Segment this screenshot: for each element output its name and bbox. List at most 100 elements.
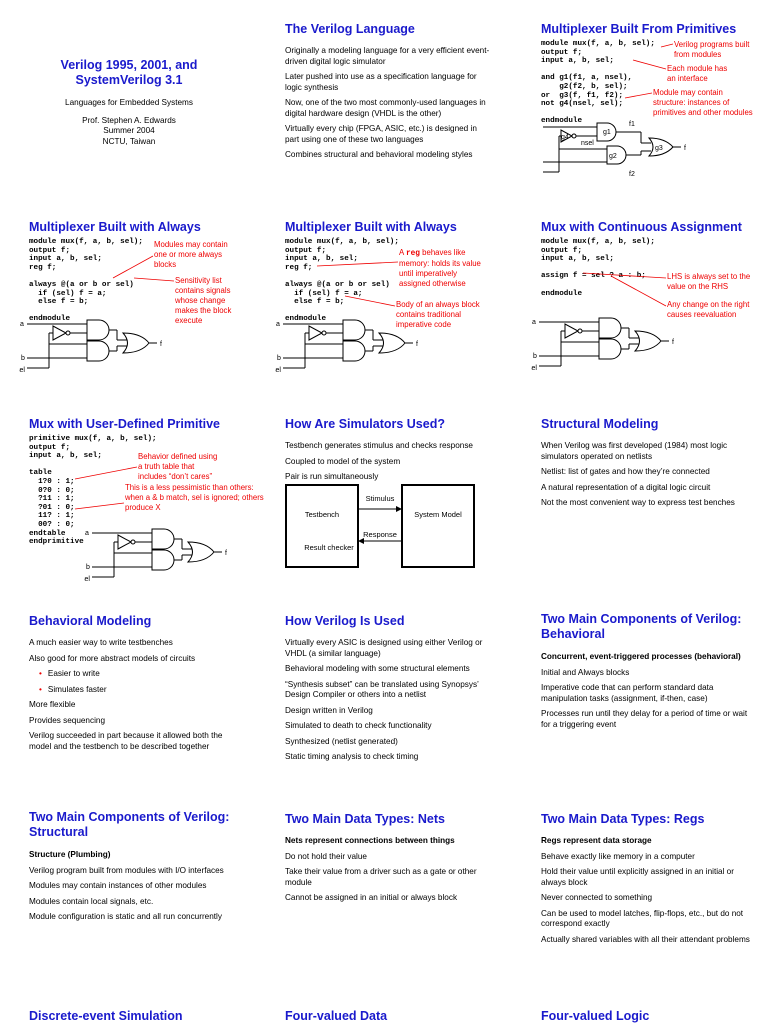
paragraph: Behavioral modeling with some structural… [285, 664, 470, 673]
paragraph: Later pushed into use as a specification… [285, 72, 477, 92]
paragraph: Cannot be assigned in an initial or alwa… [285, 893, 458, 902]
slide-title: Multiplexer Built with Always [285, 220, 457, 234]
mux-primitives-inputs: a [535, 118, 721, 182]
presentation-title: Verilog 1995, 2001, and SystemVerilog 3.… [60, 58, 198, 87]
wire-label: b [277, 355, 281, 362]
slide-title: Two Main Data Types: Regs [541, 812, 705, 826]
wire-label: f [672, 339, 674, 346]
paragraph: Static timing analysis to check timing [285, 752, 419, 761]
slide-data-types-nets: Two Main Data Types: Nets Nets represent… [285, 812, 490, 909]
paragraph: Modules may contain instances of other m… [29, 881, 207, 890]
wire-label: g3 [655, 145, 663, 152]
date: Summer 2004 [103, 126, 155, 135]
paragraph: Combines structural and behavioral model… [285, 150, 473, 159]
testbench-diagram: Testbench Result checker System Model St… [285, 484, 475, 568]
wire-label: sel [84, 576, 90, 583]
slide-components-structural: Two Main Components of Verilog: Structur… [29, 810, 239, 928]
annotation: Each module has an interface [667, 64, 728, 83]
paragraph: Virtually every ASIC is designed using e… [285, 638, 483, 658]
annotation: This is a less pessimistic than others: … [125, 483, 264, 512]
paragraph: “Synthesis subset” can be translated usi… [285, 679, 479, 700]
paragraph: Simulated to death to check functionalit… [285, 721, 432, 730]
mux-schematic: a b sel f [531, 317, 674, 372]
reg-keyword: reg [405, 250, 420, 258]
wire-label: f1 [629, 121, 635, 128]
paragraph: Testbench generates stimulus and checks … [285, 441, 473, 450]
paragraph: Module configuration is static and all r… [29, 912, 222, 921]
paragraph: A much easier way to write testbenches [29, 638, 173, 647]
subheading: Structure (Plumbing) [29, 850, 111, 859]
slide-components-behavioral: Two Main Components of Verilog: Behavior… [541, 612, 751, 735]
slide-title: Verilog 1995, 2001, and SystemVerilog 3.… [29, 58, 229, 147]
paragraph: Pair is run simultaneously [285, 472, 379, 481]
paragraph: More flexible [29, 700, 76, 709]
paragraph: When Verilog was first developed (1984) … [541, 441, 728, 461]
slide-title: Two Main Data Types: Nets [285, 812, 445, 826]
slide-title: Multiplexer Built From Primitives [541, 22, 737, 36]
paragraph: Netlist: list of gates and how they’re c… [541, 467, 710, 476]
wire-label: a [532, 319, 536, 326]
paragraph: Imperative code that can perform standar… [541, 683, 714, 703]
paragraph: Originally a modeling language for a ver… [285, 46, 490, 66]
paragraph: Hold their value until explicitly assign… [541, 867, 734, 887]
paragraph: Never connected to something [541, 893, 653, 902]
mux-primitives-schematic: g1 g2 g3 g4 nsel f1 f2 f [543, 121, 686, 178]
slide-four-valued-logic: Four-valued Logic [541, 1009, 768, 1033]
wire-label: sel [531, 365, 537, 372]
annotation: Behavior defined using a truth table tha… [138, 452, 218, 481]
wire-label: b [21, 355, 25, 362]
slide-title: Discrete-event Simulation [29, 1009, 183, 1023]
annotation-arrows [624, 43, 674, 99]
annotation-arrows [74, 466, 138, 510]
subheading: Concurrent, event-triggered processes (b… [541, 652, 741, 661]
annotation: Any change on the right causes reevaluat… [667, 300, 750, 319]
slide-title: Mux with User-Defined Primitive [29, 417, 221, 431]
slide-title: Behavioral Modeling [29, 614, 152, 628]
wire-label: g4 [561, 134, 569, 141]
paragraph: Not the most convenient way to express t… [541, 498, 735, 507]
wire-label: f [416, 341, 418, 348]
slide-title: The Verilog Language [285, 22, 415, 36]
slide-four-valued-data: Four-valued Data [285, 1009, 525, 1033]
paragraph: Behave exactly like memory in a computer [541, 851, 695, 861]
code-block: module mux(f, a, b, sel); output f; inpu… [541, 40, 655, 126]
annotation: Sensitivity list contains signals whose … [175, 276, 232, 325]
paragraph: Processes run until they delay for a per… [541, 709, 748, 729]
response-label: Response [363, 530, 397, 539]
slide-title: Four-valued Logic [541, 1009, 650, 1023]
mux-schematic: a b sel f [275, 319, 418, 374]
wire-label: a [85, 530, 89, 537]
annotation: Module may contain structure: instances … [653, 88, 753, 117]
slide-title: Four-valued Data [285, 1009, 388, 1023]
code-block: module mux(f, a, b, sel); output f; inpu… [285, 238, 399, 324]
input-labels: a [535, 124, 539, 131]
system-model-label: System Model [414, 510, 462, 519]
wire-label: sel [275, 367, 281, 374]
slide-structural-modeling: Structural Modeling When Verilog was fir… [541, 417, 751, 514]
annotation-text: A [399, 248, 406, 257]
paragraph: Initial and Always blocks [541, 667, 630, 677]
slide-title: Mux with Continuous Assignment [541, 220, 742, 234]
annotation-arrows [112, 255, 175, 282]
paragraph: Actually shared variables with all their… [541, 934, 750, 944]
slide-data-types-regs: Two Main Data Types: Regs Regs represent… [541, 812, 751, 950]
paragraph: Virtually every chip (FPGA, ASIC, etc.) … [285, 124, 477, 144]
paragraph: Can be used to model latches, flip-flops… [541, 908, 744, 929]
slide-title: Structural Modeling [541, 417, 659, 431]
paragraph: Take their value from a driver such as a… [285, 867, 477, 887]
paragraph: Design written in Verilog [285, 705, 373, 715]
slide-discrete-event: Discrete-event Simulation [29, 1009, 269, 1033]
paragraph: A natural representation of a digital lo… [541, 482, 711, 492]
annotation-arrows [316, 261, 399, 307]
slide-mux-udp: Mux with User-Defined Primitive primitiv… [29, 417, 264, 587]
subtitle: Languages for Embedded Systems [65, 98, 193, 107]
code-block: module mux(f, a, b, sel); output f; inpu… [29, 238, 143, 324]
wire-label: b [86, 564, 90, 571]
testbench-label: Testbench [305, 510, 339, 519]
paragraph: Also good for more abstract models of ci… [29, 653, 196, 663]
annotation-arrows [582, 272, 667, 307]
mux-schematic: a b sel f [84, 528, 227, 583]
wire-label: f [225, 550, 227, 557]
stimulus-label: Stimulus [366, 494, 395, 503]
result-checker-label: Result checker [304, 543, 354, 552]
